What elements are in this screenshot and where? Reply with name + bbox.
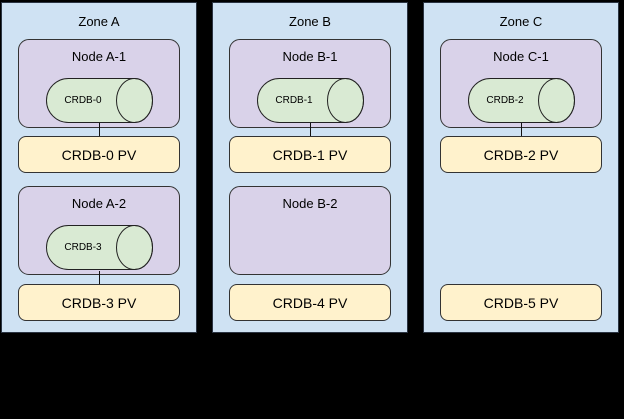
cylinder-shape — [468, 78, 575, 123]
crdb-disk-cylinder: CRDB-0 — [46, 78, 153, 123]
node-label: Node A-1 — [71, 49, 127, 64]
zone-label: Zone C — [499, 14, 543, 29]
persistent-volume-box: CRDB-3 PV — [18, 284, 180, 321]
disk-label: CRDB-3 — [64, 242, 102, 253]
pv-label: CRDB-1 PV — [272, 146, 348, 163]
persistent-volume-box: CRDB-0 PV — [18, 136, 180, 173]
persistent-volume-box: CRDB-2 PV — [440, 136, 602, 173]
disk-label: CRDB-2 — [486, 95, 524, 106]
zone-label: Zone A — [78, 14, 120, 29]
crdb-disk-cylinder: CRDB-3 — [46, 225, 153, 270]
node-label: Node A-2 — [71, 196, 127, 211]
disk-label: CRDB-1 — [275, 95, 313, 106]
pv-label: CRDB-0 PV — [61, 146, 137, 163]
node-label: Node B-1 — [282, 49, 338, 64]
disk-to-pv-connector — [99, 123, 100, 137]
persistent-volume-box: CRDB-5 PV — [440, 284, 602, 321]
pv-label: CRDB-2 PV — [483, 146, 559, 163]
node-label: Node C-1 — [493, 49, 549, 64]
crdb-disk-cylinder: CRDB-1 — [257, 78, 364, 123]
persistent-volume-box: CRDB-4 PV — [229, 284, 391, 321]
pv-label: CRDB-3 PV — [61, 294, 137, 311]
cylinder-shape — [46, 225, 153, 270]
pv-label: CRDB-5 PV — [483, 294, 559, 311]
disk-to-pv-connector — [99, 271, 100, 285]
disk-label: CRDB-0 — [64, 95, 102, 106]
persistent-volume-box: CRDB-1 PV — [229, 136, 391, 173]
zone-label: Zone B — [289, 14, 331, 29]
node-label: Node B-2 — [282, 196, 338, 211]
cylinder-shape — [46, 78, 153, 123]
crdb-disk-cylinder: CRDB-2 — [468, 78, 575, 123]
disk-to-pv-connector — [310, 123, 311, 137]
cylinder-shape — [257, 78, 364, 123]
disk-to-pv-connector — [521, 123, 522, 137]
pv-label: CRDB-4 PV — [272, 294, 348, 311]
node-box: Node B-2 — [229, 186, 391, 275]
